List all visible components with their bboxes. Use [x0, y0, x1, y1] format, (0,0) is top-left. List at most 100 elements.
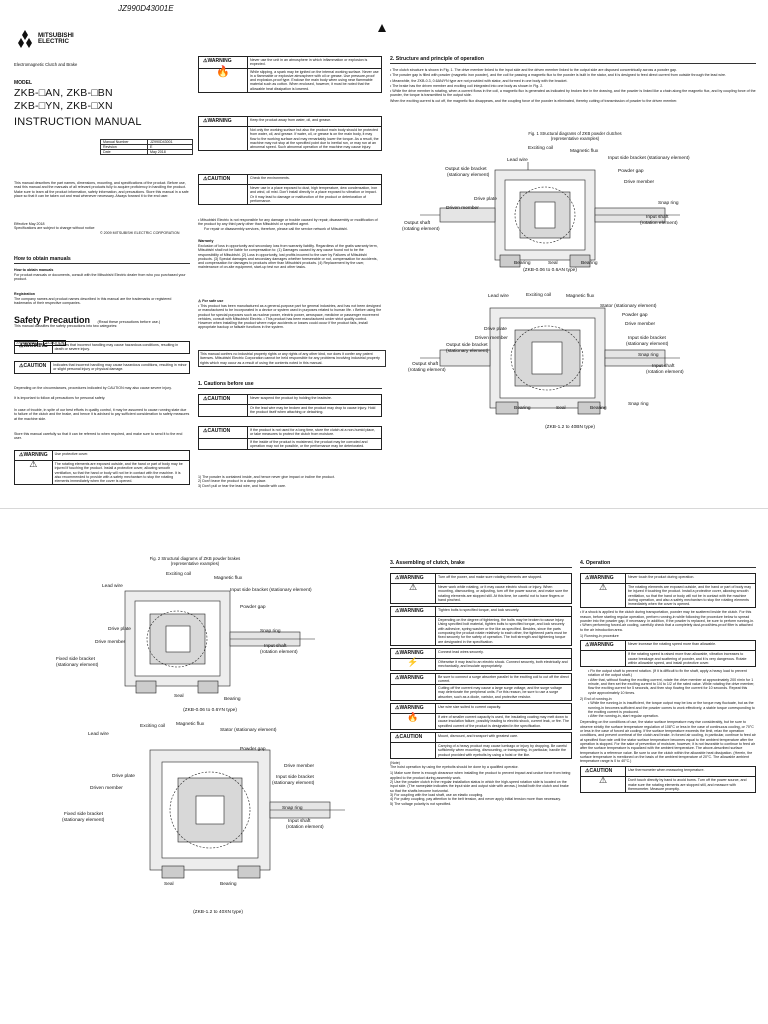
label-input-shaft: Input shaft: [264, 644, 287, 649]
label-input-bracket-2: (stationary element): [272, 781, 315, 786]
section-4-heading: 4. Operation: [580, 560, 756, 568]
spec-change: Specifications are subject to change wit…: [14, 226, 95, 230]
model-line-1: ZKB-□AN, ZKB-□BN: [14, 87, 113, 99]
label-bearing: Bearing: [224, 697, 241, 702]
bullet: • After the running-in, start regular op…: [588, 714, 659, 719]
rotating-hazard-icon: ⚠: [14, 459, 53, 486]
section-2-bullets: • The clutch structure is shown in Fig. …: [390, 68, 756, 104]
caution-definition: ⚠CAUTION Indicates that incorrect handli…: [13, 361, 190, 374]
label-bearing: Bearing: [514, 406, 531, 411]
label-stator: Stator (stationary element): [600, 304, 657, 309]
temperature-paragraph: Depending on the conditions of use, the …: [580, 720, 756, 764]
label-output-shaft-2: (rotating element): [408, 368, 446, 373]
label-stator: Stator (stationary element): [220, 728, 277, 733]
label-input-bracket: Input side bracket: [276, 775, 314, 780]
caution-body: Don't touch directly by hand to avoid bu…: [625, 776, 756, 794]
bolt-icon: [390, 616, 436, 646]
manual-title: INSTRUCTION MANUAL: [14, 116, 142, 128]
label-lead-wire: Lead wire: [488, 294, 509, 299]
caution-badge: ⚠CAUTION: [198, 394, 248, 405]
label-seal: Seal: [556, 406, 566, 411]
block-title: Mount, dismount, and transport with grea…: [435, 731, 572, 743]
block-title: Turn off the power, and make sure rotati…: [435, 573, 572, 584]
trouble-text: In case of trouble, in spite of our best…: [14, 408, 190, 421]
warning-protective-cover: ⚠WARNING Use protective cover. ⚠ The rot…: [14, 450, 191, 486]
bullet: • The brake has the driven member and ex…: [390, 83, 544, 88]
fig2a-diagram: Exciting coil Magnetic flux Lead wire In…: [50, 566, 350, 716]
label-drive-member: Drive member: [624, 180, 655, 185]
end-running-in-steps: • While the running-in is insufficient, …: [580, 701, 756, 718]
label-output-shaft-2: (rotating element): [402, 227, 440, 232]
caution-body: Never use in a place exposed to dust, hi…: [247, 183, 382, 206]
warning-tighten-bolts: ⚠WARNING Tighten bolts to specified torq…: [390, 606, 572, 646]
label-output-shaft: Output shaft: [412, 362, 439, 367]
label-input-bracket: Input side bracket (stationary element): [608, 156, 690, 161]
bullet: • After that, without flowing the exciti…: [588, 677, 755, 695]
label-drive-member: Drive member: [95, 640, 126, 645]
copyright: © 2009 MITSUBISHI ELECTRIC CORPORATION: [100, 231, 180, 235]
no-touch-icon: ⚠: [580, 582, 626, 609]
no-suspend-icon: [198, 404, 248, 417]
list-item: 2) Use the powder clutch in the regular …: [390, 780, 569, 793]
label-drive-plate: Drive plate: [108, 627, 131, 632]
caution-title: Check the environments.: [247, 174, 382, 185]
surge-icon: [390, 684, 436, 702]
caution-may-note: Depending on the circumstances, procedur…: [14, 386, 172, 390]
section-3-items: 1) Make sure there is enough clearance w…: [390, 771, 572, 805]
label-bearing: Bearing: [514, 261, 531, 266]
label-drive-member: Drive member: [625, 322, 656, 327]
caution-badge: ⚠CAUTION: [198, 174, 248, 185]
label-bearing-2: Bearing: [581, 261, 598, 266]
warning-def-text: Indicates that incorrect handling may ca…: [51, 341, 191, 354]
warning-body: While slipping, a spark may be ignited o…: [247, 67, 382, 94]
note-item: 1) The powder is contained inside, and h…: [198, 475, 335, 479]
note-text: The hoist operation by using the eyebolt…: [390, 765, 519, 770]
fig1a-caption: (ZKB-0.06 to 0.6AN type): [523, 268, 577, 273]
warning-body: The rotating elements are exposed outsid…: [625, 582, 756, 609]
label-snap-ring-2: Snap ring: [628, 402, 649, 407]
section-3-heading: 3. Assembling of clutch, brake: [390, 560, 572, 568]
label-input-shaft: Input shaft: [652, 364, 675, 369]
section-4-content: ⚠WARNING Never touch the product during …: [580, 573, 756, 794]
section-1-notes: 1) The powder is contained inside, and h…: [198, 475, 382, 488]
intro-text: This manual describes the part names, di…: [14, 181, 189, 198]
clutch-small-drawing: [420, 162, 680, 268]
section-3-blocks: ⚠WARNING Turn off the power, and make su…: [390, 573, 572, 806]
bullet: • The powder gap is filled with powder (…: [390, 73, 726, 78]
warning-rotating-speed: ⚠WARNING Never increase the rotating spe…: [580, 640, 756, 668]
label-snap-ring: Snap ring: [638, 353, 659, 358]
caution-def-badge: ⚠CAUTION: [13, 361, 52, 374]
product-category: Electromagnetic Clutch and Brake: [14, 62, 78, 67]
label-output-bracket: Output side bracket: [446, 343, 488, 348]
running-in-heading: 1) Running-in procedure: [580, 633, 619, 638]
warning-def-badge: ⚠WARNING: [14, 341, 53, 354]
note-item: 3) Don't pull or tear the lead wire, and…: [198, 483, 286, 488]
block-body: Otherwise it may lead to an electric sho…: [435, 657, 572, 671]
moisture-icon: [198, 437, 248, 451]
warning-lead-wires: ⚠WARNING Connect lead wires securely. ⚡ …: [390, 647, 572, 671]
warning-badge: ⚠WARNING: [198, 116, 248, 127]
caution-transport: ⚠CAUTION Mount, dismount, and transport …: [390, 731, 572, 759]
fig2a-caption: (ZKB-0.06 to 0.6YN type): [183, 708, 237, 713]
fig1-subtitle: (representative examples): [550, 136, 600, 141]
warning-title: Keep the product away from water, oil, a…: [247, 116, 382, 127]
observe-note: It is important to follow all precaution…: [14, 396, 106, 400]
label-output-shaft: Output shaft: [404, 221, 431, 226]
fold-mark-icon: [378, 24, 386, 32]
caution-suspend: ⚠CAUTION Never suspend the product by ho…: [198, 394, 382, 417]
info-value: May 2018: [147, 149, 193, 155]
section-1-heading: 1. Cautions before use: [198, 381, 382, 389]
info-key: Date: [100, 149, 148, 155]
label-driven-member: Driven member: [446, 206, 479, 211]
warning-body: Not only the working surface but also th…: [247, 125, 382, 152]
label-fixed-bracket: Fixed side bracket: [56, 657, 95, 662]
running-in-steps: • Fix the output shaft to prevent rotati…: [580, 669, 756, 695]
brand-logo: MITSUBISHI ELECTRIC: [14, 30, 84, 48]
bullet: • Fix the output shaft to prevent rotati…: [588, 669, 747, 678]
warning-water-oil: ⚠WARNING Keep the product away from wate…: [198, 116, 382, 152]
safety-title-text: Safety Precaution: [14, 315, 91, 325]
list-item: 5) The voltage polarity is not specified…: [390, 801, 452, 806]
label-bearing: Bearing: [220, 882, 237, 887]
label-magnetic-flux: Magnetic flux: [214, 576, 243, 581]
label-drive-plate: Drive plate: [112, 774, 135, 779]
